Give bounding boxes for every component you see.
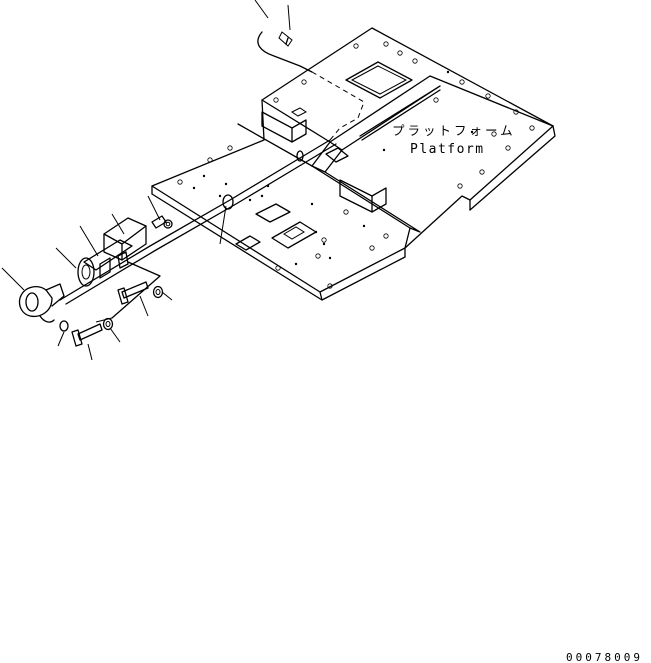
platform-holes [177,41,535,289]
cable-assembly [59,31,441,305]
lever-assembly [18,215,173,323]
part-label-jp: プラットフォーム [392,123,516,138]
platform-openings [235,61,413,251]
drawing-code: 00078009 [566,651,643,663]
leader-lines [1,0,291,361]
part-label-en: Platform [410,142,485,157]
platform-plate [151,27,556,301]
